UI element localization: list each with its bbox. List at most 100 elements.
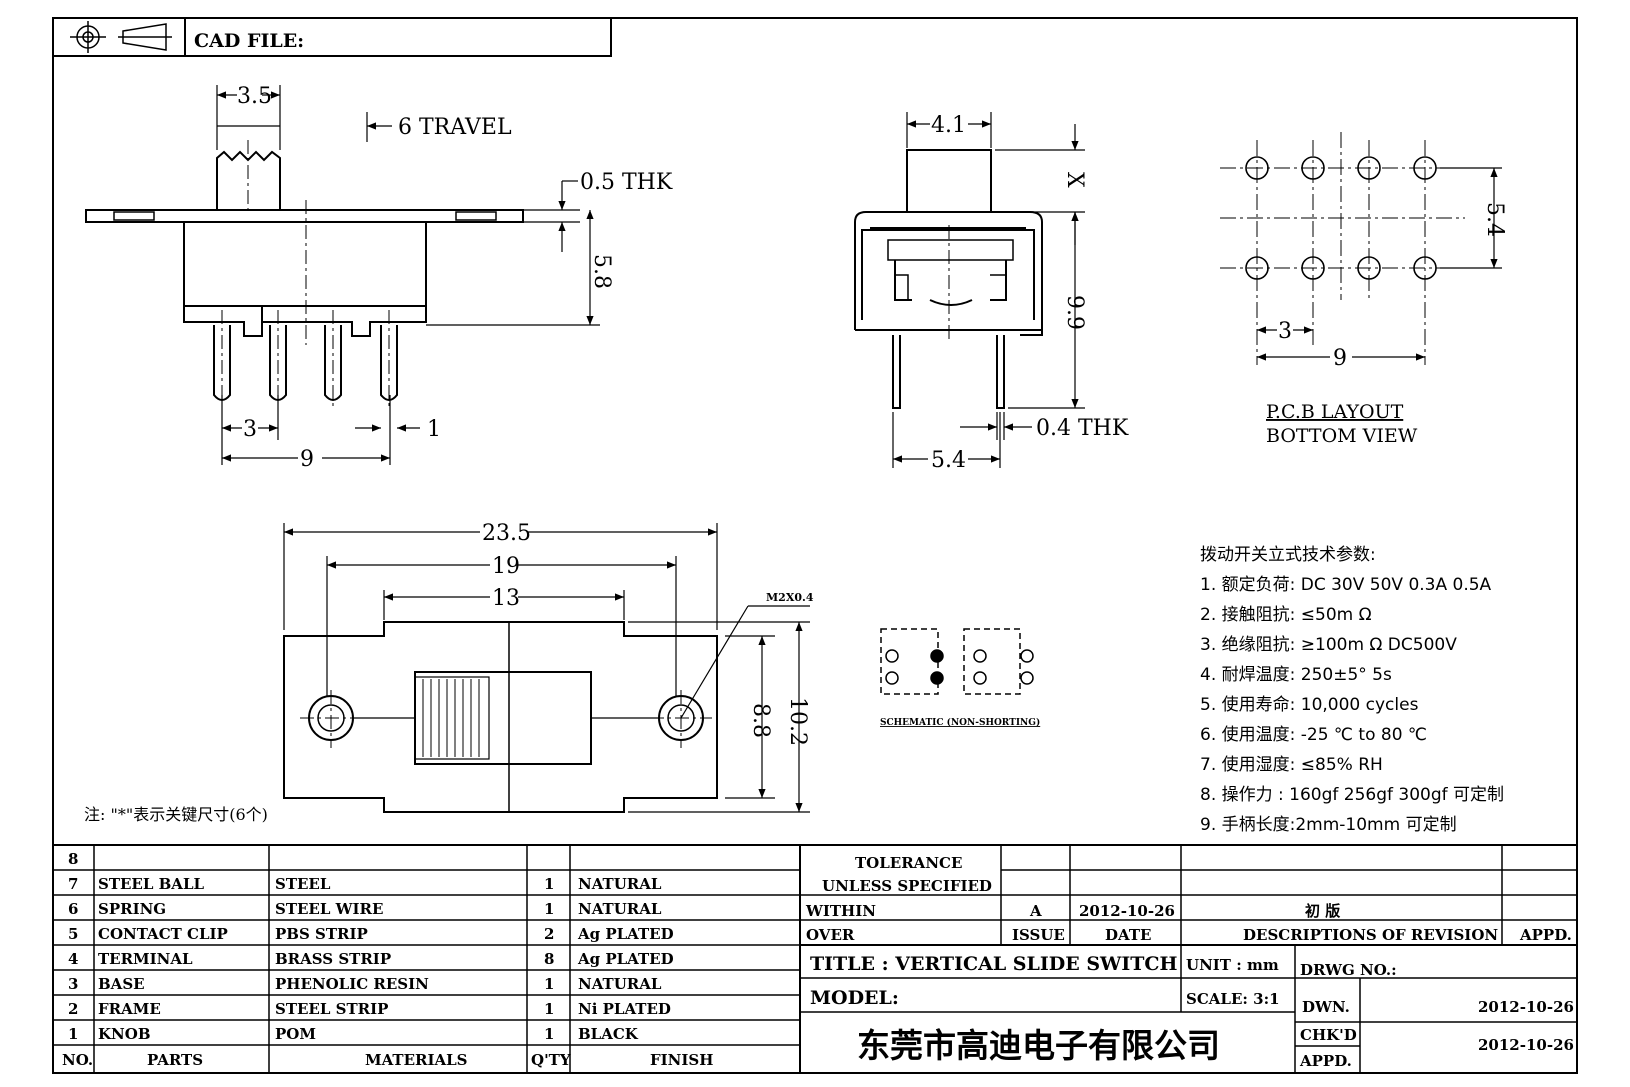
bom-finish: BLACK	[578, 1025, 639, 1043]
bom-rows: 8 7 STEEL BALL STEEL 1 NATURAL 6 SPRING …	[68, 850, 674, 1043]
bom-material: BRASS STRIP	[275, 950, 391, 968]
table-row: 3 BASE PHENOLIC RESIN 1 NATURAL	[68, 975, 662, 993]
sheet-border	[52, 17, 1578, 1074]
spec-item: 3. 绝缘阻抗: ≥100m Ω DC500V	[1200, 635, 1457, 655]
top-dimensions	[283, 523, 810, 813]
knob-ribs	[422, 679, 480, 757]
bom-no: 3	[68, 975, 78, 993]
dim-5-4-side: 5.4	[931, 448, 966, 473]
top-centerlines	[300, 690, 712, 748]
bom-material: POM	[275, 1025, 316, 1043]
scale-label: SCALE: 3:1	[1186, 990, 1280, 1008]
bom-no: 1	[68, 1025, 78, 1043]
table-row: 1 KNOB POM 1 BLACK	[68, 1025, 639, 1043]
chkd-label: CHK'D	[1300, 1026, 1357, 1044]
bom-part: CONTACT CLIP	[98, 925, 228, 943]
thk-0-4-label: 0.4 THK	[1036, 416, 1129, 441]
front-span-9: 9	[300, 447, 314, 472]
appd-label: APPD.	[1519, 926, 1572, 944]
bom-no: 7	[68, 875, 78, 893]
bom-part: KNOB	[98, 1025, 151, 1043]
screw-label: M2X0.4	[766, 591, 814, 604]
spec-item: 5. 使用寿命: 10,000 cycles	[1200, 694, 1419, 715]
bom-qty: 1	[544, 1000, 554, 1018]
projection-symbol-icon	[70, 21, 172, 53]
bom-part: BASE	[98, 975, 145, 993]
drwg-no-label: DRWG NO.:	[1300, 961, 1397, 979]
schematic	[880, 628, 1034, 695]
title-block: TOLERANCE UNLESS SPECIFIED WITHIN OVER A…	[805, 854, 1574, 1070]
date-label: DATE	[1105, 926, 1151, 944]
bom-qty: 1	[544, 900, 554, 918]
front-pitch-3: 3	[243, 417, 257, 442]
bom-header-no: NO.	[62, 1051, 93, 1069]
rev-description: 初 版	[1305, 902, 1340, 920]
front-dimensions	[216, 85, 600, 465]
bom-qty: 2	[544, 925, 554, 943]
front-centerlines	[221, 140, 390, 410]
spec-item: 6. 使用温度: -25 ℃ to 80 ℃	[1200, 724, 1427, 745]
schematic-label: SCHEMATIC (NON-SHORTING)	[880, 717, 1040, 728]
table-row: 8	[68, 850, 78, 868]
pcb-dim-5-4: 5.4	[1482, 202, 1507, 237]
pcb-centerlines	[1220, 132, 1465, 365]
bom-qty: 1	[544, 1025, 554, 1043]
bom-finish: Ag PLATED	[577, 925, 674, 943]
spec-item: 8. 操作力 : 160gf 256gf 300gf 可定制	[1200, 785, 1504, 805]
bom-no: 5	[68, 925, 78, 943]
key-dimension-note: 注: "*"表示关键尺寸(6个)	[84, 805, 268, 824]
bom-qty: 1	[544, 975, 554, 993]
pcb-dimensions	[1257, 167, 1502, 361]
tolerance-label: TOLERANCE	[855, 854, 962, 872]
spec-list: 拨动开关立式技术参数: 1. 额定负荷: DC 30V 50V 0.3A 0.5…	[1200, 545, 1504, 835]
model-label: MODEL:	[810, 987, 899, 1009]
bom-material: PBS STRIP	[275, 925, 368, 943]
dim-23-5: 23.5	[482, 521, 531, 546]
front-view	[85, 150, 524, 401]
table-row: 7 STEEL BALL STEEL 1 NATURAL	[68, 875, 662, 893]
dim-5-8: 5.8	[589, 254, 614, 289]
bom-header-materials: MATERIALS	[365, 1051, 468, 1069]
side-view	[854, 149, 1043, 409]
bom-finish: Ni PLATED	[578, 1000, 671, 1018]
bom-no: 2	[68, 1000, 78, 1018]
bom-header-qty: Q'TY	[531, 1051, 571, 1069]
travel-label: 6 TRAVEL	[398, 115, 512, 140]
unit-label: UNIT : mm	[1186, 956, 1279, 974]
drawing-title: TITLE : VERTICAL SLIDE SWITCH	[810, 953, 1178, 975]
bom-part: TERMINAL	[98, 950, 193, 968]
spec-item: 2. 接触阻抗: ≤50m Ω	[1200, 605, 1372, 625]
appd2-label: APPD.	[1299, 1052, 1352, 1070]
dim-3-5: 3.5	[237, 84, 272, 109]
table-row: 4 TERMINAL BRASS STRIP 8 Ag PLATED	[68, 950, 674, 968]
bom-finish: NATURAL	[578, 875, 662, 893]
bom-finish: Ag PLATED	[577, 950, 674, 968]
descriptions-label: DESCRIPTIONS OF REVISION	[1243, 926, 1498, 944]
over-label: OVER	[806, 926, 855, 944]
bom-header-parts: PARTS	[147, 1051, 203, 1069]
cad-file-label: CAD FILE:	[194, 30, 304, 52]
dim-10-2: 10.2	[785, 697, 810, 746]
pcb-bottom-view: BOTTOM VIEW	[1266, 425, 1418, 447]
dwn-label: DWN.	[1302, 998, 1350, 1016]
bom-header-row: NO. PARTS MATERIALS Q'TY FINISH	[62, 1051, 713, 1069]
within-label: WITHIN	[805, 902, 876, 920]
bom-material: STEEL STRIP	[275, 1000, 388, 1018]
side-dimensions	[892, 112, 1085, 468]
cad-file-header: CAD FILE:	[52, 17, 612, 57]
bom-finish: NATURAL	[578, 975, 662, 993]
dim-4-1: 4.1	[931, 113, 966, 138]
bom-material: STEEL	[275, 875, 331, 893]
pcb-layout-title: P.C.B LAYOUT	[1266, 401, 1404, 423]
rev-date: 2012-10-26	[1079, 902, 1175, 920]
thk-0-5-label: 0.5 THK	[580, 170, 673, 195]
title-block-grid	[800, 844, 1577, 1073]
bom-no: 4	[68, 950, 78, 968]
pcb-span-9: 9	[1333, 346, 1347, 371]
bom-qty: 8	[544, 950, 554, 968]
bom-grid	[53, 844, 801, 1073]
top-view	[283, 621, 718, 813]
unless-specified: UNLESS SPECIFIED	[822, 877, 992, 895]
dim-x: X	[1062, 172, 1087, 188]
